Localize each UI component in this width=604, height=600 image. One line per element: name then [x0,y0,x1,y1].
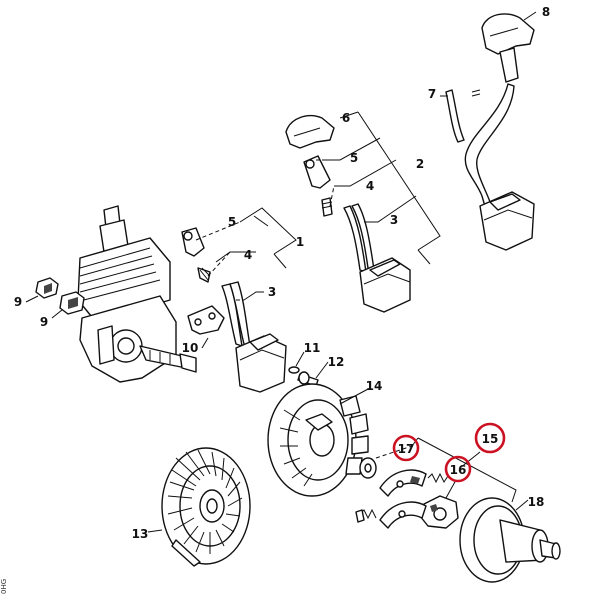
callout-11[interactable]: 11 [304,341,321,355]
leader-lines [25,11,537,533]
callout-4a[interactable]: 4 [244,248,252,262]
hex-nut-part-9 [35,277,85,315]
clutch-assembly [355,457,459,529]
callout-1[interactable]: 1 [296,235,304,249]
callout-4b[interactable]: 4 [366,179,374,193]
corner-code: 0HG [0,579,8,594]
highlight-circle-15 [474,422,506,454]
callout-8[interactable]: 8 [542,5,550,19]
callout-15[interactable]: 15 [482,432,499,446]
clutch-drum-part-18 [459,497,561,583]
callout-10[interactable]: 10 [182,341,199,355]
washer-screw-11-12 [288,366,319,387]
fan-wheel-part-14 [267,383,369,497]
highlight-circles [392,422,506,483]
callout-16[interactable]: 16 [450,463,467,477]
callout-12[interactable]: 12 [328,355,345,369]
ignition-module-1 [181,227,287,393]
callout-7[interactable]: 7 [428,87,436,101]
highlight-circle-17 [392,434,420,462]
engine-cylinder [77,205,197,383]
flywheel-part-13 [161,447,251,567]
callout-13[interactable]: 13 [132,527,149,541]
callout-6[interactable]: 6 [342,111,350,125]
callout-3a[interactable]: 3 [268,285,276,299]
callout-5b[interactable]: 5 [350,151,358,165]
callout-9a[interactable]: 9 [14,295,22,309]
bracket-part-10 [187,305,225,335]
ignition-module-right [445,13,535,251]
callout-17[interactable]: 17 [398,442,415,456]
callout-9b[interactable]: 9 [40,315,48,329]
highlight-circle-16 [444,455,472,483]
ignition-module-2 [285,114,411,313]
callout-18[interactable]: 18 [528,495,545,509]
callout-2[interactable]: 2 [416,157,424,171]
callout-14[interactable]: 14 [366,379,383,393]
callout-5a[interactable]: 5 [228,215,236,229]
callout-3b[interactable]: 3 [390,213,398,227]
callout-labels[interactable]: 1 2 3 3 4 4 5 5 6 7 8 9 9 10 11 12 13 14… [14,5,550,541]
